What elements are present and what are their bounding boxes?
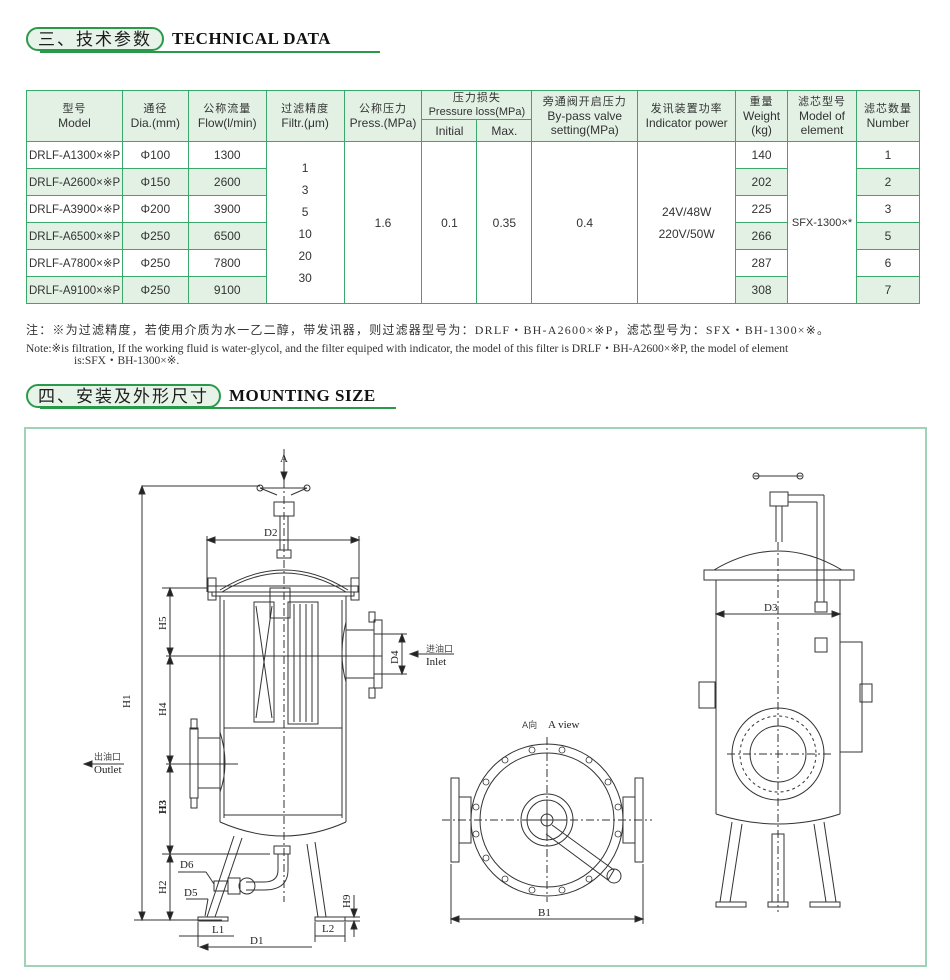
section-header-mounting-size: 四、安装及外形尺寸 MOUNTING SIZE — [26, 382, 376, 410]
label-D2: D2 — [264, 527, 277, 539]
label-H2: H2 — [157, 881, 169, 894]
cell-dia: Φ250 — [121, 276, 189, 304]
section-underline — [40, 407, 396, 409]
label-D4: D4 — [389, 650, 401, 664]
label-D3: D3 — [764, 602, 778, 614]
section-title-en: TECHNICAL DATA — [172, 29, 331, 48]
label-L1: L1 — [212, 924, 224, 936]
cell-weight: 287 — [735, 249, 789, 277]
table-row: DRLF-A2600×※P Φ150 2600 202 2 — [26, 168, 921, 196]
section-label-cn: 四、安装及外形尺寸 — [26, 384, 221, 408]
label-inlet-en: Inlet — [426, 656, 446, 668]
label-outlet-en: Outlet — [94, 764, 122, 776]
cell-number: 1 — [855, 141, 921, 169]
cell-flow: 3900 — [187, 195, 267, 223]
cell-weight: 266 — [735, 222, 789, 250]
cell-dia: Φ100 — [121, 141, 189, 169]
label-D5: D5 — [184, 887, 198, 899]
label-H4: H4 — [157, 702, 169, 716]
cell-model: DRLF-A6500×※P — [26, 222, 123, 250]
label-aview-cn: A向 — [522, 719, 537, 731]
cell-weight: 202 — [735, 168, 789, 196]
label-A: A — [280, 453, 288, 465]
mounting-drawing-frame: A D2 H1 H5 H4 H3 H2 D4 进油口 Inlet 出油口 Out… — [24, 427, 927, 967]
cell-model: DRLF-A1300×※P — [26, 141, 123, 169]
cell-weight: 140 — [735, 141, 789, 169]
label-H9: H9 — [341, 894, 353, 908]
cell-dia: Φ200 — [121, 195, 189, 223]
cell-number: 5 — [855, 222, 921, 250]
cell-bypass: 0.4 — [531, 141, 639, 304]
section-underline — [40, 51, 380, 53]
table-row: DRLF-A9100×※P Φ250 9100 308 7 — [26, 276, 921, 304]
cell-number: 7 — [855, 276, 921, 304]
cell-number: 6 — [855, 249, 921, 277]
cell-model: DRLF-A9100×※P — [26, 276, 123, 304]
label-B1: B1 — [538, 907, 551, 919]
label-D1: D1 — [250, 935, 263, 947]
section-label-cn: 三、技术参数 — [26, 27, 164, 51]
section-title-en: MOUNTING SIZE — [229, 386, 376, 405]
cell-flow: 6500 — [187, 222, 267, 250]
note-english-continued: is:SFX・BH-1300×※. — [74, 355, 180, 367]
cell-dia: Φ250 — [121, 249, 189, 277]
cell-weight: 308 — [735, 276, 789, 304]
header-initial: Initial — [421, 119, 478, 142]
cell-dia: Φ150 — [121, 168, 189, 196]
cell-flow: 1300 — [187, 141, 267, 169]
label-outlet-cn: 出油口 — [94, 751, 121, 763]
label-D6: D6 — [180, 859, 194, 871]
mounting-drawing: A D2 H1 H5 H4 H3 H2 D4 进油口 Inlet 出油口 Out… — [82, 449, 873, 951]
cell-model: DRLF-A2600×※P — [26, 168, 123, 196]
cell-model: DRLF-A3900×※P — [26, 195, 123, 223]
cell-flow: 9100 — [187, 276, 267, 304]
label-aview-en: A view — [548, 719, 580, 731]
header-max: Max. — [476, 119, 533, 142]
note-chinese: 注：※为过滤精度，若使用介质为水一乙二醇，带发讯器，则过滤器型号为：DRLF・B… — [26, 323, 831, 337]
cell-flow: 2600 — [187, 168, 267, 196]
cell-number: 2 — [855, 168, 921, 196]
cell-dia: Φ250 — [121, 222, 189, 250]
label-H1: H1 — [121, 695, 133, 708]
cell-model: DRLF-A7800×※P — [26, 249, 123, 277]
cell-number: 3 — [855, 195, 921, 223]
section-header-technical-data: 三、技术参数 TECHNICAL DATA — [26, 25, 331, 53]
label-H5: H5 — [157, 616, 169, 630]
label-inlet-cn: 进油口 — [426, 643, 453, 655]
cell-weight: 225 — [735, 195, 789, 223]
label-L2: L2 — [322, 923, 334, 935]
cell-element: SFX-1300×* — [787, 141, 857, 304]
cell-ploss-initial: 0.1 — [421, 141, 478, 304]
note-english: Note:※is filtration, If the working flui… — [26, 343, 789, 355]
cell-pressure: 1.6 — [343, 141, 423, 304]
cell-ploss-max: 0.35 — [476, 141, 533, 304]
cell-flow: 7800 — [187, 249, 267, 277]
label-H3: H3 — [157, 799, 169, 814]
